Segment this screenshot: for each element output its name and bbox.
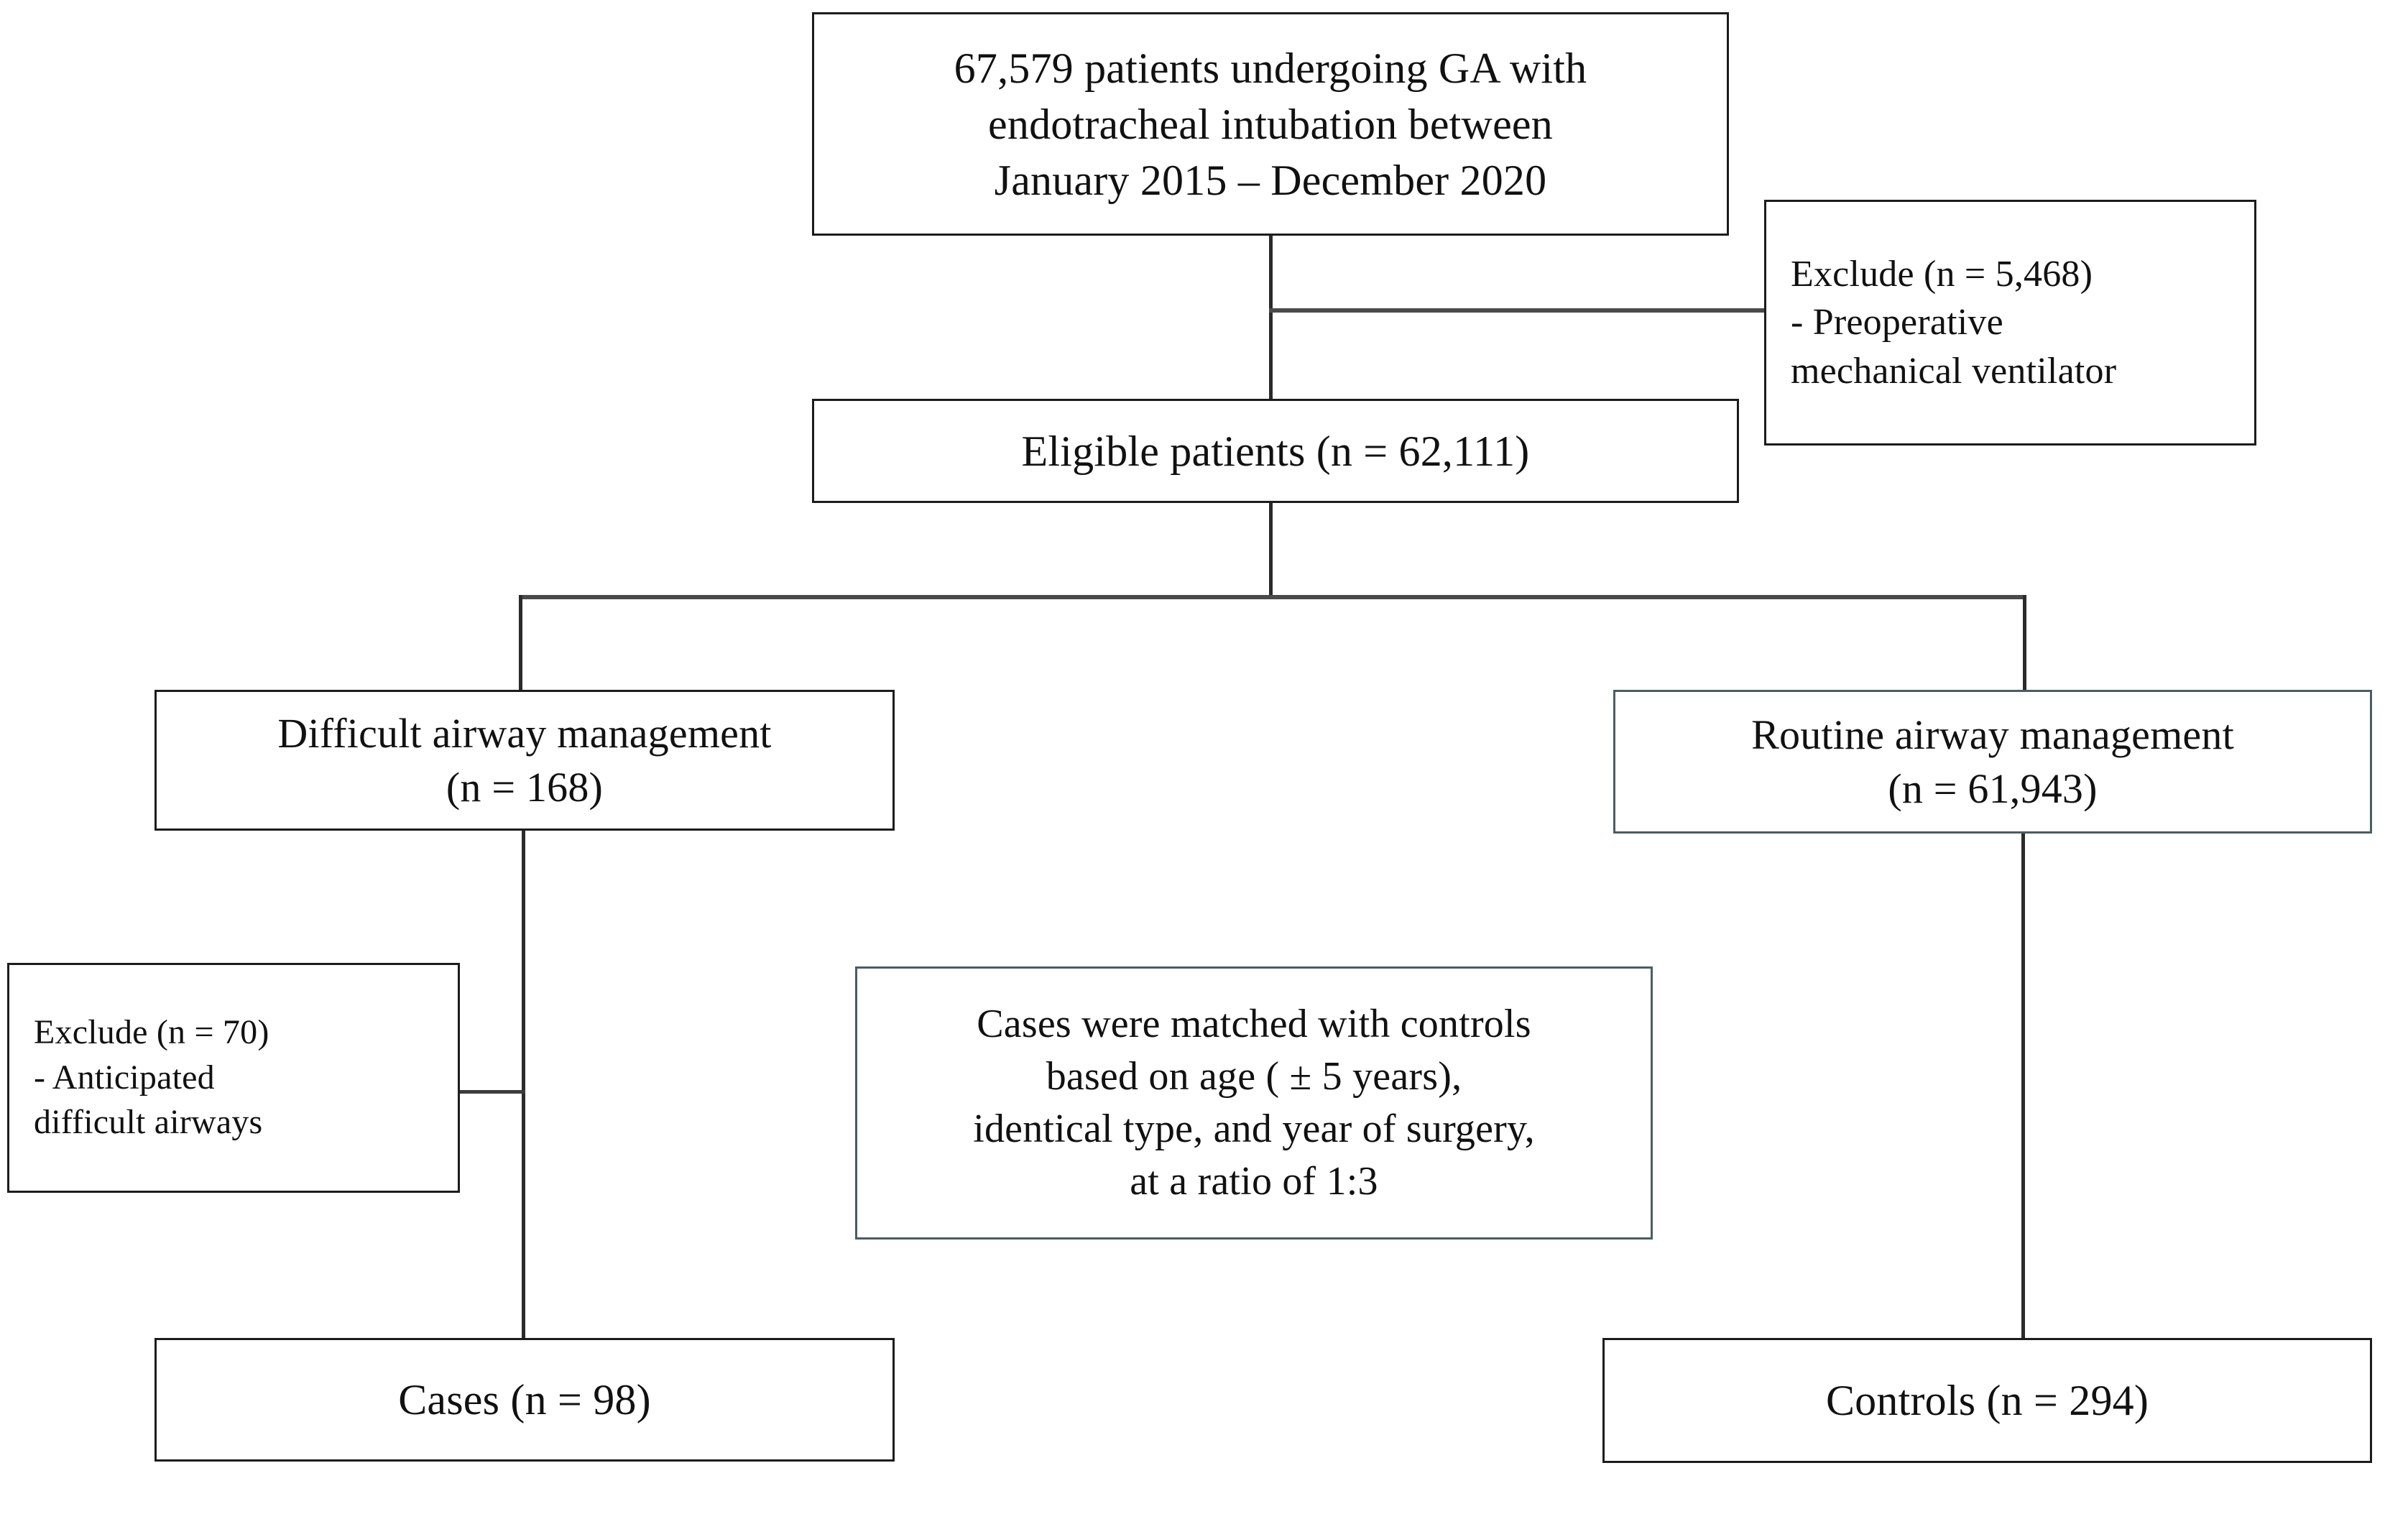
eligible-patients-line-1: Eligible patients (n = 62,111)	[1021, 427, 1530, 475]
connector-difficult-airway-to-cases	[522, 830, 525, 1340]
node-cases: Cases (n = 98)	[154, 1338, 895, 1462]
cases-line-1: Cases (n = 98)	[398, 1376, 651, 1423]
node-source-population: 67,579 patients undergoing GA with endot…	[812, 12, 1729, 236]
connector-to-exclusion-2	[458, 1090, 525, 1094]
matching-criteria-line-3: identical type, and year of surgery,	[973, 1107, 1535, 1151]
exclusion-2-line-2: - Anticipated	[34, 1058, 215, 1097]
connector-eligible-to-split	[1269, 503, 1273, 599]
connector-source-to-eligible	[1269, 236, 1273, 401]
connector-routine-airway-to-controls	[2021, 834, 2025, 1340]
controls-line-1: Controls (n = 294)	[1825, 1377, 2149, 1424]
matching-criteria-line-2: based on age ( ± 5 years),	[1046, 1054, 1462, 1099]
node-matching-criteria: Cases were matched with controls based o…	[855, 966, 1653, 1240]
difficult-airway-line-2: (n = 168)	[446, 764, 604, 811]
source-population-line-1: 67,579 patients undergoing GA with	[954, 44, 1587, 92]
matching-criteria-line-4: at a ratio of 1:3	[1130, 1158, 1378, 1204]
node-difficult-airway-management: Difficult airway management (n = 168)	[154, 690, 895, 831]
exclusion-1-line-1: Exclude (n = 5,468)	[1791, 253, 2093, 295]
exclusion-1-line-2: - Preoperative	[1791, 302, 2003, 343]
connector-split-to-difficult-airway	[519, 595, 522, 692]
exclusion-1-line-3: mechanical ventilator	[1791, 350, 2117, 392]
node-exclusion-preop-ventilator: Exclude (n = 5,468) - Preoperative mecha…	[1764, 200, 2256, 446]
exclusion-2-line-1: Exclude (n = 70)	[34, 1013, 269, 1052]
node-controls: Controls (n = 294)	[1602, 1338, 2372, 1463]
exclusion-2-line-3: difficult airways	[34, 1103, 263, 1142]
difficult-airway-line-1: Difficult airway management	[277, 709, 772, 757]
routine-airway-line-2: (n = 61,943)	[1888, 765, 2098, 812]
source-population-line-2: endotracheal intubation between	[988, 100, 1553, 148]
matching-criteria-line-1: Cases were matched with controls	[977, 1002, 1531, 1047]
node-routine-airway-management: Routine airway management (n = 61,943)	[1613, 690, 2372, 834]
node-eligible-patients: Eligible patients (n = 62,111)	[812, 399, 1739, 503]
connector-split-bar	[519, 595, 2026, 599]
connector-to-exclusion-1	[1269, 308, 1766, 313]
connector-split-to-routine-airway	[2023, 595, 2026, 692]
source-population-line-3: January 2015 – December 2020	[994, 156, 1547, 204]
node-exclusion-anticipated-difficult-airways: Exclude (n = 70) - Anticipated difficult…	[7, 963, 460, 1193]
routine-airway-line-1: Routine airway management	[1751, 711, 2234, 758]
